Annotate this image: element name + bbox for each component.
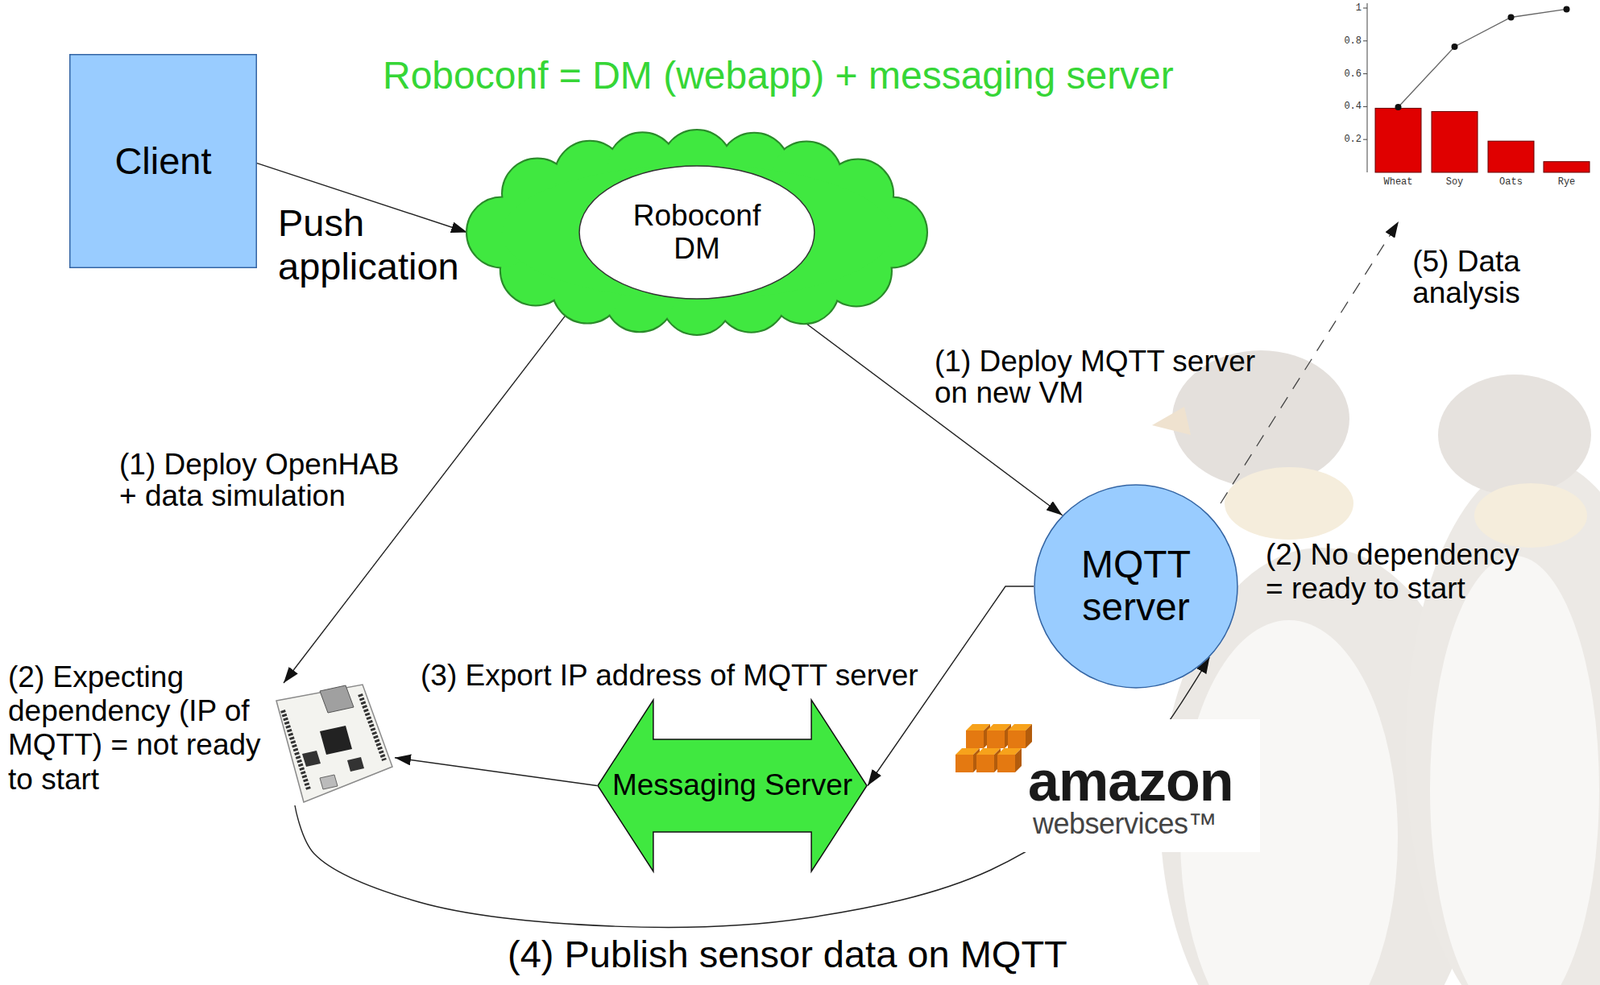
roboconf-dm-cloud: Roboconf DM xyxy=(467,130,927,335)
status-note: (2) No dependency = ready to start xyxy=(1265,538,1528,606)
drawing-part xyxy=(1451,43,1459,50)
category-label: Soy xyxy=(1430,176,1480,188)
drawing-part xyxy=(1007,730,1026,749)
drawing-part xyxy=(1007,724,1033,749)
drawing-part xyxy=(579,165,815,299)
drawing-part xyxy=(997,748,1022,773)
client-box: Client xyxy=(69,53,257,269)
axis-tick: 0.4 xyxy=(1329,100,1362,112)
drawing-part xyxy=(1015,748,1022,773)
drawing-part xyxy=(1508,14,1515,21)
drawing-part xyxy=(1363,139,1368,141)
drawing-part xyxy=(1152,406,1191,436)
node-text-holder: MQTT server xyxy=(1033,484,1239,689)
drawing-part xyxy=(347,757,365,772)
drawing-part xyxy=(1375,107,1422,173)
edge-label: (1) Deploy OpenHAB + data simulation xyxy=(119,449,410,513)
drawing-part xyxy=(1395,103,1402,111)
drawing-part xyxy=(1363,106,1368,108)
node-text-holder: Client xyxy=(69,53,257,269)
drawing-part xyxy=(319,725,353,755)
category-label: Wheat xyxy=(1374,176,1423,188)
drawing-part xyxy=(986,730,1005,749)
drawing-part xyxy=(1431,111,1478,174)
slide-title: Roboconf = DM (webapp) + messaging serve… xyxy=(382,53,1174,98)
axis-tick: 1 xyxy=(1329,2,1362,14)
axis-tick: 0.8 xyxy=(1329,35,1362,47)
axis-tick: 0.6 xyxy=(1329,68,1362,80)
drawing-part xyxy=(1563,5,1571,13)
category-label: Rye xyxy=(1542,176,1592,188)
drawing-part xyxy=(276,684,393,803)
drawing-part xyxy=(1438,374,1592,496)
drawing-part xyxy=(1430,555,1600,985)
drawing-part xyxy=(965,730,984,749)
drawing-part xyxy=(597,700,867,872)
drawing-part xyxy=(70,54,257,269)
drawing-part xyxy=(302,750,321,767)
edge-label: (1) Deploy MQTT server on new VM xyxy=(934,346,1273,410)
mqtt-server-circle: MQTT server xyxy=(1033,484,1239,689)
pareto-chart xyxy=(1363,3,1590,173)
beaglebone-board: (2) Expecting dependency (IP of MQTT) = … xyxy=(269,683,395,806)
drawing-part xyxy=(1363,40,1368,42)
step-note: (5) Data analysis xyxy=(1401,246,1531,310)
axis-tick: 0.2 xyxy=(1329,133,1362,146)
drawing-part xyxy=(997,754,1016,773)
category-label: Oats xyxy=(1487,176,1536,188)
drawing-part xyxy=(1405,459,1600,985)
node-text-holder: Messaging Server xyxy=(596,699,868,873)
drawing-part xyxy=(976,754,995,773)
penguin-watermark xyxy=(1152,350,1600,985)
messaging-server-arrow: Messaging Server xyxy=(596,699,868,873)
node-text: Client xyxy=(114,139,212,183)
drawing-part xyxy=(319,685,354,713)
drawing-part xyxy=(955,754,974,773)
node-text-holder: Roboconf DM xyxy=(467,130,927,335)
edge-label: (3) Export IP address of MQTT server xyxy=(420,659,953,694)
logo-word: webservices™ xyxy=(1032,809,1217,839)
drawing-part xyxy=(319,775,338,790)
edge-label: (4) Publish sensor data on MQTT xyxy=(507,932,1088,977)
drawing-part xyxy=(1224,467,1354,540)
drawing-part xyxy=(1025,724,1033,749)
node-text: Roboconf DM xyxy=(626,199,768,266)
node-text: Messaging Server xyxy=(612,768,853,804)
drawing-part xyxy=(282,710,309,790)
drawing-part xyxy=(1363,73,1368,75)
drawing-part xyxy=(1034,484,1238,689)
edge-label: Push application xyxy=(277,201,472,289)
beaglebone-board-outline xyxy=(269,683,395,806)
node-text: MQTT server xyxy=(1051,543,1221,630)
drawing-part xyxy=(1367,3,1368,173)
drawing-part xyxy=(1543,161,1590,173)
node-text: (2) Expecting dependency (IP of MQTT) = … xyxy=(8,660,270,797)
drawing-part xyxy=(986,724,1012,749)
drawing-part xyxy=(976,748,1001,773)
node-caption: (2) Expecting dependency (IP of MQTT) = … xyxy=(8,660,270,797)
drawing-part xyxy=(1363,8,1368,9)
drawing-part xyxy=(955,748,980,773)
drawing-part xyxy=(965,724,991,749)
drawing-part xyxy=(955,724,1033,773)
drawing-part xyxy=(501,165,892,300)
connector-arrow xyxy=(394,758,597,787)
drawing-part xyxy=(1488,140,1534,173)
logo-word: amazon xyxy=(1027,753,1234,810)
drawing-part xyxy=(360,694,385,761)
drawing-part xyxy=(1398,8,1567,108)
